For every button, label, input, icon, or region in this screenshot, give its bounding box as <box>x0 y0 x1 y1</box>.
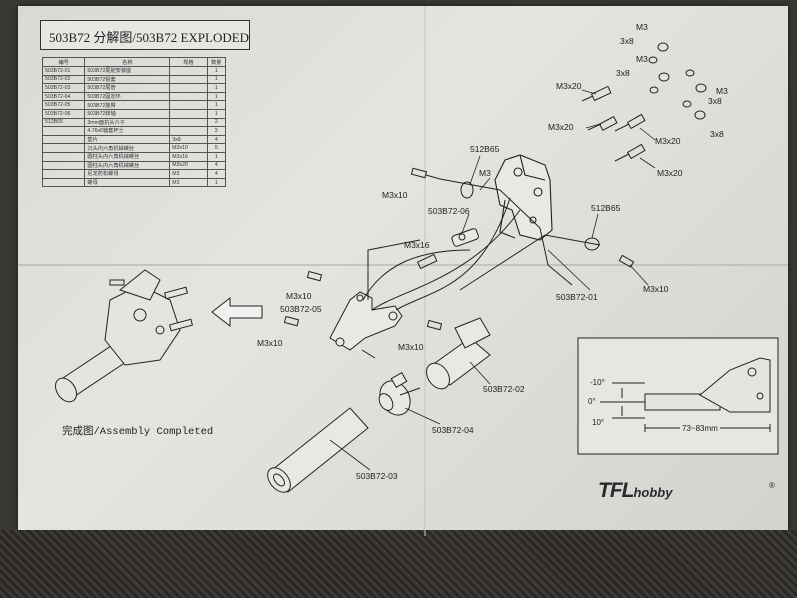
parts-table-header: 编号名称规格数量 <box>41 57 227 67</box>
washer-512b65 <box>460 181 474 199</box>
label-503b72-04: 503B72-04 <box>432 425 474 435</box>
label-503b72-06: 503B72-06 <box>428 206 470 216</box>
label-washer-3x8: 3x8 <box>708 96 722 106</box>
label-m3x16: M3x16 <box>404 240 430 250</box>
label-503b72-05: 503B72-05 <box>280 304 322 314</box>
screw-m3x10 <box>306 270 323 282</box>
screw-m3x10 <box>283 315 300 327</box>
washer <box>657 42 669 52</box>
label-503b72-02: 503B72-02 <box>483 384 525 394</box>
angle-inset <box>577 337 779 455</box>
angle-label-bottom: 10° <box>592 418 605 427</box>
label-m3x10: M3x10 <box>398 342 424 352</box>
header-cell: 编号 <box>41 57 86 67</box>
label-m3x20: M3x20 <box>548 122 574 132</box>
screw-m3x10 <box>426 319 443 331</box>
background-surface <box>0 530 797 598</box>
logo-brand: TFL <box>598 479 634 502</box>
label-m3x10: M3x10 <box>643 284 669 294</box>
label-m3x20: M3x20 <box>556 81 582 91</box>
tail-tube-503b72-03 <box>267 407 369 493</box>
cell-code <box>41 177 86 188</box>
nut <box>685 69 695 77</box>
shaft-503b72-06 <box>451 228 479 247</box>
registered-mark: ® <box>769 481 775 490</box>
washer <box>658 72 670 82</box>
title-box: 503B72 分解图/503B72 EXPLODED <box>40 20 250 50</box>
nut <box>682 100 692 108</box>
label-503b72-03: 503B72-03 <box>356 471 398 481</box>
header-cell: 数量 <box>206 57 227 67</box>
label-512b65: 512B65 <box>470 144 500 154</box>
label-m3: M3 <box>636 22 648 32</box>
screw-m3x20 <box>614 143 646 162</box>
label-m3x10: M3x10 <box>286 291 312 301</box>
label-m3x10: M3x10 <box>382 190 408 200</box>
screw-m3x10 <box>618 254 635 268</box>
servo-arm-503b72-05 <box>329 291 403 351</box>
completed-assembly <box>55 269 194 403</box>
page-title: 503B72 分解图/503B72 EXPLODED <box>49 30 250 45</box>
ring-503b72-04 <box>378 371 411 416</box>
sleeve-503b72-02 <box>426 317 491 390</box>
label-washer-3x8: 3x8 <box>620 36 634 46</box>
angle-label-top: -10° <box>590 378 605 387</box>
screw-m3x20 <box>587 115 618 131</box>
label-m3: M3 <box>479 168 491 178</box>
washer <box>694 110 706 120</box>
direction-arrow <box>211 296 263 328</box>
dimension-label: 73~83mm <box>680 424 720 433</box>
screw-m3x20 <box>581 85 612 102</box>
label-m3x20: M3x20 <box>657 168 683 178</box>
label-washer-3x8: 3x8 <box>710 129 724 139</box>
cell-qty: 1 <box>206 177 227 188</box>
brand-logo: TFLhobby <box>598 479 672 503</box>
washer <box>695 83 707 93</box>
label-m3: M3 <box>716 86 728 96</box>
leader-lines <box>329 89 656 471</box>
nut <box>648 56 658 64</box>
rudder-mount-bracket <box>494 154 553 241</box>
screw-m3x10 <box>410 167 441 180</box>
label-washer-3x8: 3x8 <box>616 68 630 78</box>
label-503b72-01: 503B72-01 <box>556 292 598 302</box>
angle-label-mid: 0° <box>588 397 596 406</box>
assembly-lines <box>361 178 601 396</box>
nut <box>649 86 659 94</box>
label-512b65: 512B65 <box>591 203 621 213</box>
logo-suffix: hobby <box>633 485 673 500</box>
label-m3: M3 <box>636 54 648 64</box>
screw-m3x16 <box>416 253 438 270</box>
screw-m3x20 <box>614 113 646 132</box>
assembly-caption: 完成图/Assembly Completed <box>62 426 214 438</box>
label-m3x20: M3x20 <box>655 136 681 146</box>
label-m3x10: M3x10 <box>257 338 283 348</box>
